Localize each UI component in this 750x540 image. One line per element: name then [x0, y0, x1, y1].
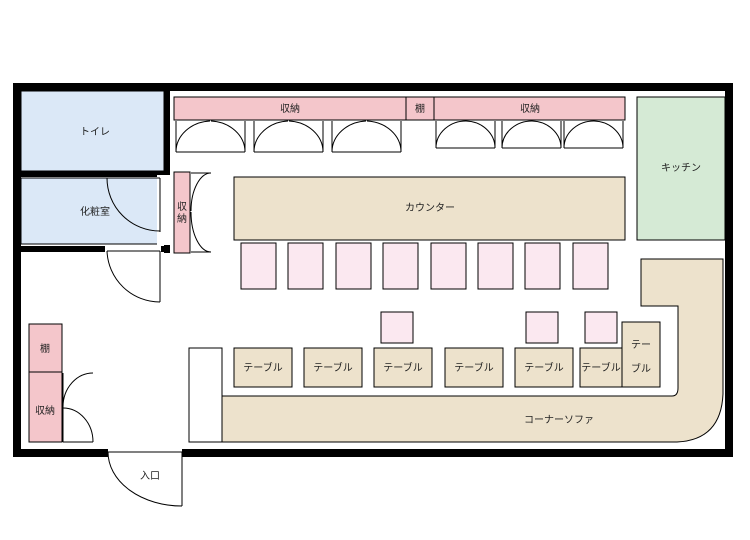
- side-storage-label-2: 納: [177, 212, 187, 225]
- left-storage-label: 収納: [35, 404, 55, 417]
- side-storage: [173, 171, 191, 254]
- top-storage-left-label: 収納: [280, 102, 300, 115]
- table: [233, 347, 293, 388]
- kitchen-label: キッチン: [661, 162, 701, 174]
- stool: [287, 242, 324, 290]
- table-label: テーブル: [581, 361, 620, 374]
- door-swing: [106, 250, 161, 303]
- table-vertical-label-1: テー: [631, 340, 651, 351]
- sofa-end: [188, 347, 223, 443]
- table: [373, 347, 433, 388]
- entrance-label: 入口: [140, 471, 160, 482]
- stool: [477, 242, 514, 290]
- corner-sofa-label: コーナーソファ: [524, 414, 594, 426]
- toilet-label: トイレ: [80, 127, 110, 138]
- table-label: テーブル: [243, 361, 282, 374]
- side-storage-doors: [190, 172, 212, 253]
- storage-doors: [175, 120, 624, 153]
- chair: [525, 311, 559, 344]
- chair: [380, 311, 414, 344]
- counter-label: カウンター: [405, 202, 455, 214]
- counter: [233, 176, 626, 241]
- left-storage: [28, 371, 63, 443]
- stool: [335, 242, 372, 290]
- stool: [524, 242, 561, 290]
- left-shelf: [28, 323, 63, 373]
- stool: [430, 242, 467, 290]
- table: [514, 347, 574, 388]
- door-gap: [157, 175, 170, 245]
- stool: [382, 242, 419, 290]
- counter-stools: [240, 242, 609, 290]
- table: [303, 347, 363, 388]
- table: [444, 347, 504, 388]
- top-storage-right: [433, 96, 626, 121]
- top-storage-right-label: 収納: [520, 102, 540, 115]
- door-gap: [105, 245, 161, 253]
- entrance-door: [107, 451, 183, 507]
- table-label: テーブル: [524, 361, 563, 374]
- outer-wall: [13, 83, 733, 457]
- stool: [572, 242, 609, 290]
- table-vertical: [621, 321, 661, 388]
- table-label: テーブル: [454, 361, 493, 374]
- door-swing: [106, 177, 161, 232]
- stool: [240, 242, 277, 290]
- chair: [584, 311, 618, 344]
- top-shelf-label: 棚: [415, 102, 425, 115]
- table-vertical-label-2: ブル: [631, 362, 651, 375]
- table-label: テーブル: [383, 361, 422, 374]
- side-storage-label-1: 収: [177, 201, 187, 213]
- kitchen: [636, 96, 726, 241]
- table-label: テーブル: [313, 361, 352, 374]
- table-chairs: [380, 311, 618, 344]
- toilet-room: [20, 90, 165, 172]
- table: [579, 347, 623, 388]
- left-storage-doors: [62, 372, 94, 443]
- entrance-gap: [108, 448, 182, 458]
- powder-room-label: 化粧室: [80, 205, 110, 218]
- left-shelf-label: 棚: [40, 342, 50, 355]
